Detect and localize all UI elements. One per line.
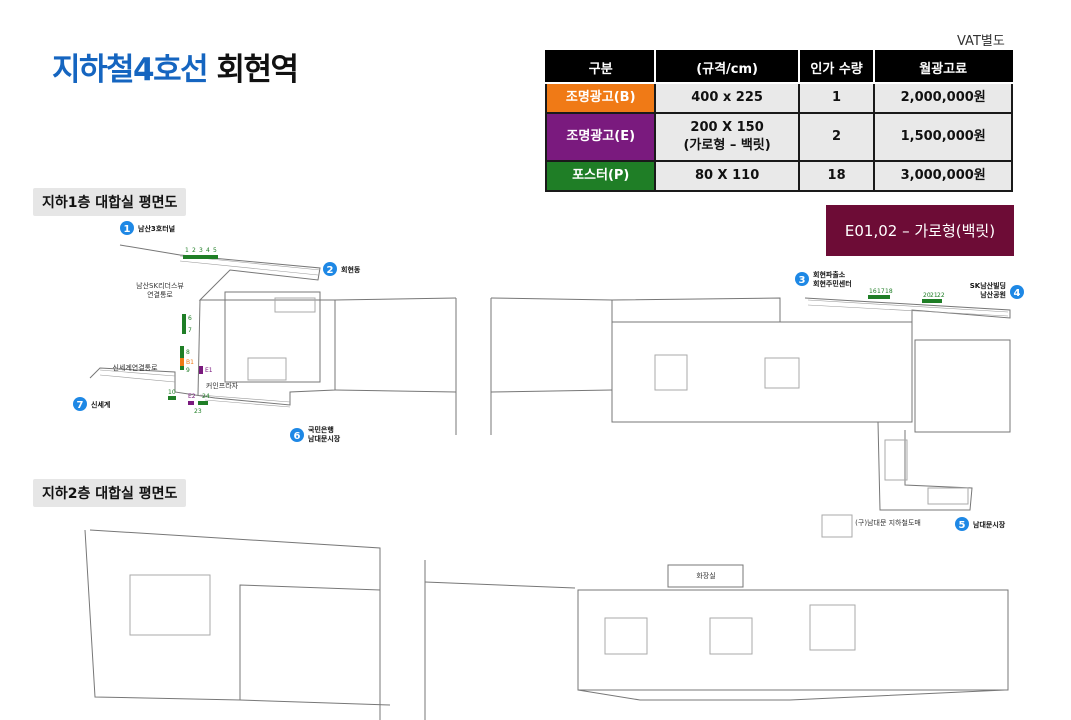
row-qty: 18 xyxy=(797,160,876,192)
row-type: 조명광고(E) xyxy=(544,112,657,162)
exit-4: 4 SK남산빌딩 남산공원 xyxy=(970,281,1024,299)
poster-number: 21 xyxy=(930,292,938,299)
b1-floor-outline xyxy=(89,244,1011,538)
table-row: 포스터(P) 80 X 110 18 3,000,000원 xyxy=(544,160,1013,192)
table-row: 조명광고(E) 200 X 150 (가로형 – 백릿) 2 1,500,000원 xyxy=(544,112,1013,162)
exit-4-name-2: 남산공원 xyxy=(980,290,1006,299)
table-row: 조명광고(B) 400 x 225 1 2,000,000원 xyxy=(544,82,1013,114)
row-size-line1: 200 X 150 xyxy=(690,119,764,135)
shinsegae-passage-label: 신세계연결통로 xyxy=(112,363,158,372)
row-price: 2,000,000원 xyxy=(873,82,1013,114)
exit-5: 5 남대문시장 xyxy=(955,517,1006,531)
exit-3-name-2: 회현주민센터 xyxy=(813,279,852,288)
light-ad-e-marker xyxy=(199,366,203,374)
row-price: 1,500,000원 xyxy=(873,112,1013,162)
exit-7-name: 신세계 xyxy=(91,400,110,409)
exit-5-marker xyxy=(955,517,969,531)
row-size: 200 X 150 (가로형 – 백릿) xyxy=(654,112,800,162)
b2-floor-outline xyxy=(84,529,1009,720)
light-ad-e2-code: E2 xyxy=(188,393,196,400)
light-ad-e-code: E1 xyxy=(205,367,213,374)
exit-5-name: 남대문시장 xyxy=(973,520,1006,529)
exit-2-name: 회현동 xyxy=(341,265,361,274)
header-size: (규격/cm) xyxy=(654,50,800,84)
vat-note: VAT별도 xyxy=(957,34,1005,49)
exit-6-marker xyxy=(290,428,304,442)
floor-b1-label: 지하1층 대합실 평면도 xyxy=(33,188,187,216)
poster-number: 2 xyxy=(192,247,196,254)
exit-4-marker xyxy=(1010,285,1024,299)
exit-1: 1 남산3호터널 xyxy=(120,221,175,235)
exit-2: 2 회현동 xyxy=(323,262,361,276)
exit-6-name: 국민은행 xyxy=(308,425,334,434)
poster-number: 5 xyxy=(213,247,217,254)
header-price: 월광고료 xyxy=(873,50,1013,84)
floor-b2-label: 지하2층 대합실 평면도 xyxy=(33,479,187,507)
poster-numbers: 1 2 3 4 5 6 7 8 9 10 23 24 16 17 18 20 2… xyxy=(168,247,945,415)
price-table-header: 구분 (규격/cm) 인가 수량 월광고료 xyxy=(544,50,1013,84)
exit-2-number: 2 xyxy=(327,265,334,276)
poster-number: 10 xyxy=(168,389,176,396)
row-qty: 1 xyxy=(797,82,876,114)
exit-2-marker xyxy=(323,262,337,276)
row-type: 조명광고(B) xyxy=(544,82,657,114)
exit-1-name: 남산3호터널 xyxy=(138,224,175,233)
underground-mall-label: (구)남대문 지하철도매 xyxy=(855,518,921,527)
exit-5-number: 5 xyxy=(959,520,966,531)
coin-locker-label: 커인프라자 xyxy=(206,381,239,390)
row-type: 포스터(P) xyxy=(544,160,657,192)
row-price: 3,000,000원 xyxy=(873,160,1013,192)
price-table: 구분 (규격/cm) 인가 수량 월광고료 조명광고(B) 400 x 225 … xyxy=(544,50,1013,192)
exit-6-number: 6 xyxy=(294,431,301,442)
light-ad-b-marker xyxy=(180,358,184,366)
namsan-passage-label-2: 연결통로 xyxy=(147,290,173,299)
poster-number: 8 xyxy=(186,349,190,356)
poster-number: 22 xyxy=(937,292,945,299)
exit-1-number: 1 xyxy=(124,224,131,235)
namsan-passage-label: 남산SK리더스뷰 xyxy=(136,281,184,290)
exit-4-name: SK남산빌딩 xyxy=(970,281,1006,290)
poster-number: 6 xyxy=(188,315,192,322)
poster-number: 20 xyxy=(923,292,931,299)
row-size: 400 x 225 xyxy=(654,82,800,114)
exit-3: 3 회현파출소 회현주민센터 xyxy=(795,270,852,288)
header-type: 구분 xyxy=(544,50,657,84)
poster-number: 18 xyxy=(885,288,893,295)
light-ad-b-code: B1 xyxy=(186,359,194,366)
poster-number: 1 xyxy=(185,247,189,254)
poster-number: 7 xyxy=(188,327,192,334)
exit-3-number: 3 xyxy=(799,275,806,286)
row-qty: 2 xyxy=(797,112,876,162)
poster-number: 9 xyxy=(186,367,190,374)
page-title: 지하철4호선 회현역 xyxy=(52,44,299,89)
poster-number: 4 xyxy=(206,247,210,254)
backlit-note: E01,02 – 가로형(백릿) xyxy=(826,205,1014,256)
stair-hatching xyxy=(99,255,1009,408)
station-name: 회현역 xyxy=(216,52,299,88)
poster-number: 16 xyxy=(869,288,877,295)
header-qty: 인가 수량 xyxy=(797,50,876,84)
exit-3-marker xyxy=(795,272,809,286)
exit-4-number: 4 xyxy=(1014,288,1021,299)
exit-7-marker xyxy=(73,397,87,411)
exit-6-name-2: 남대문시장 xyxy=(308,434,341,443)
row-size-line2: (가로형 – 백릿) xyxy=(683,138,771,153)
exit-6: 6 국민은행 남대문시장 xyxy=(290,425,341,443)
poster-number: 3 xyxy=(199,247,203,254)
exit-7: 7 신세계 xyxy=(73,397,110,411)
line-name: 지하철4호선 xyxy=(52,52,209,88)
exit-3-name: 회현파출소 xyxy=(813,270,846,279)
poster-number: 23 xyxy=(194,408,202,415)
exit-7-number: 7 xyxy=(77,400,84,411)
poster-number: 24 xyxy=(202,393,210,400)
restroom-label: 화장실 xyxy=(696,571,715,580)
light-ad-e2-marker xyxy=(188,401,194,405)
poster-number: 17 xyxy=(877,288,885,295)
row-size: 80 X 110 xyxy=(654,160,800,192)
exit-1-marker xyxy=(120,221,134,235)
